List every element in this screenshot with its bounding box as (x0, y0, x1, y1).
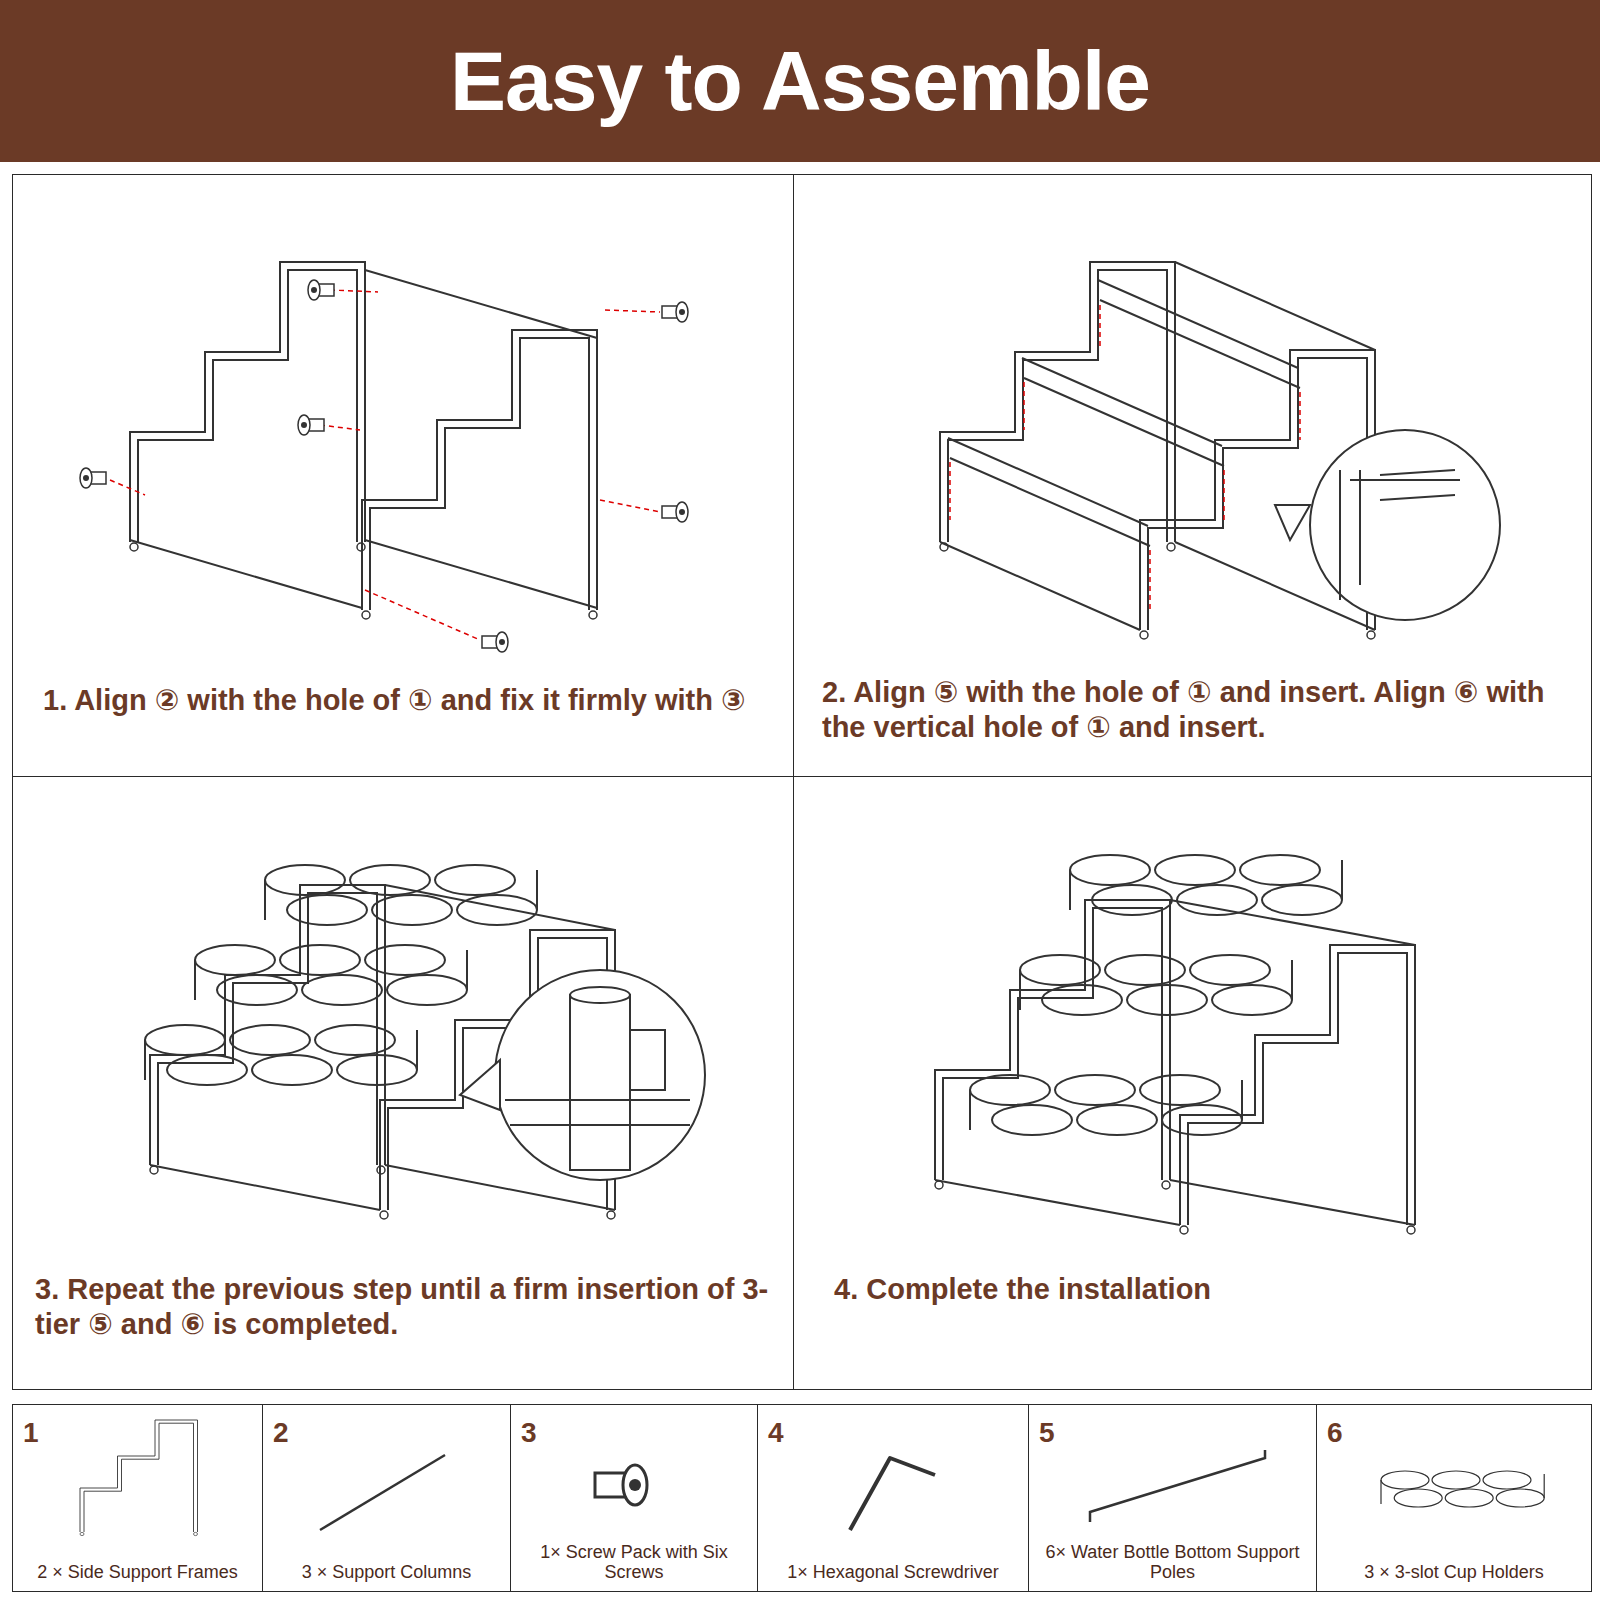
part-name: 2 × Side Support Frames (19, 1562, 256, 1583)
part-cell: 2 3 × Support Columns (262, 1404, 511, 1592)
callout-number: 5 (1039, 1417, 1055, 1449)
callout-number: 2 (273, 1417, 289, 1449)
part-name: 3 × 3-slot Cup Holders (1323, 1562, 1585, 1583)
part-cell: 4 1× Hexagonal Screwdriver (757, 1404, 1029, 1592)
step4-illustration (935, 855, 1415, 1234)
part-cell: 5 6× Water Bottle Bottom Support Poles (1028, 1404, 1317, 1592)
step-panel: 2. Align ⑤ with the hole of ① and insert… (793, 174, 1592, 777)
part-name: 1× Hexagonal Screwdriver (764, 1562, 1022, 1583)
step-panel: 3. Repeat the previous step until a firm… (12, 776, 794, 1390)
page-title: Easy to Assemble (0, 0, 1600, 162)
part-cell: 3 1× Screw Pack with Six Screws (510, 1404, 758, 1592)
step3-illustration (145, 865, 705, 1219)
step-caption: 2. Align ⑤ with the hole of ① and insert… (822, 675, 1573, 746)
step1-illustration (80, 262, 688, 652)
part-cell: 1 2 × Side Support Frames (12, 1404, 263, 1592)
step-panel: 1. Align ② with the hole of ① and fix it… (12, 174, 794, 777)
part-name: 3 × Support Columns (269, 1562, 504, 1583)
step-caption: 3. Repeat the previous step until a firm… (35, 1272, 775, 1343)
step-caption: 4. Complete the installation (834, 1272, 1573, 1307)
part-cell: 6 3 × 3-slot Cup Holders (1316, 1404, 1592, 1592)
callout-number: 1 (23, 1417, 39, 1449)
callout-number: 6 (1327, 1417, 1343, 1449)
part-name: 6× Water Bottle Bottom Support Poles (1035, 1542, 1310, 1583)
step-caption: 1. Align ② with the hole of ① and fix it… (43, 683, 775, 718)
callout-number: 3 (521, 1417, 537, 1449)
part-name: 1× Screw Pack with Six Screws (517, 1542, 751, 1583)
step-panel: 4. Complete the installation (793, 776, 1592, 1390)
step2-illustration (940, 262, 1500, 639)
parts-icons (80, 1420, 1544, 1536)
callout-number: 4 (768, 1417, 784, 1449)
